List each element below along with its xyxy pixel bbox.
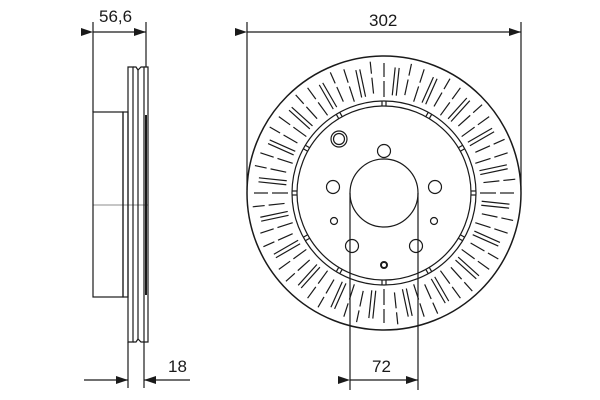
- bolt-hole: [427, 179, 443, 195]
- dimension-overall-width: 56,6: [99, 7, 133, 26]
- front-view: [235, 22, 522, 390]
- bolt-hole: [376, 143, 392, 159]
- small-hole: [429, 216, 439, 226]
- small-hole: [329, 216, 339, 226]
- dimension-center-bore: 72: [372, 357, 391, 376]
- bolt-hole: [344, 238, 360, 254]
- locator-hole: [380, 261, 388, 269]
- hat-section: [92, 111, 124, 298]
- side-view: [81, 22, 190, 388]
- dimension-outer-diameter: 302: [369, 11, 398, 30]
- vent-slots: [252, 61, 516, 325]
- bolt-hole: [408, 238, 424, 254]
- bolt-hole: [325, 179, 341, 195]
- balance-hole: [330, 130, 348, 148]
- friction-inner-edge: [291, 100, 477, 286]
- center-bore: [349, 158, 419, 228]
- dimension-disc-thickness: 18: [168, 357, 187, 376]
- outer-edge: [246, 55, 522, 331]
